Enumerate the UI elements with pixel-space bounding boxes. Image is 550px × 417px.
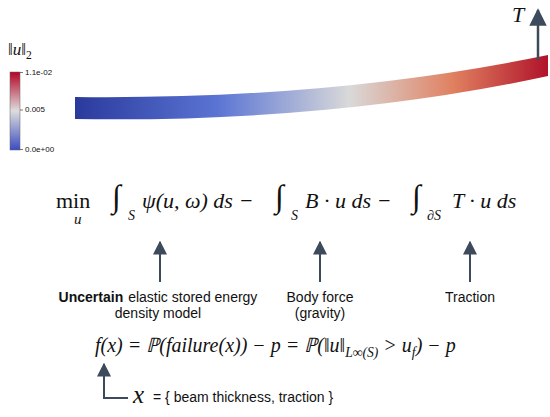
tick-label-group: 1.1e-02 <box>25 68 52 77</box>
colorbar-title: 2 <box>26 49 32 62</box>
equation-term-group: ψ(u, ω) ds − <box>142 188 253 213</box>
variable-symbol: x <box>133 381 144 408</box>
integral-sign-group: ∫ <box>112 178 121 215</box>
objective-equation: L∞(S) <box>345 345 378 360</box>
pointer-arrow <box>469 242 471 282</box>
annotation: elastic stored energy density model <box>115 289 258 321</box>
integral-sign-group: ∫ <box>412 178 421 215</box>
variable-symbol-group: x <box>133 381 144 410</box>
equation-term-group: B · u ds − <box>305 188 391 213</box>
equation-term: B · u ds − <box>305 188 391 213</box>
tick-label: 0.0e+00 <box>25 145 54 154</box>
objective-equation: ) − p <box>416 334 456 356</box>
equation-subscript-group: S <box>291 208 298 224</box>
objective-equation-group: f(x) = ℙ(failure(x)) − p = ℙ(‖u‖L∞(S) > u… <box>95 334 456 360</box>
variable-definition-group: = { beam thickness, traction } <box>153 389 333 405</box>
objective-equation: f(x) = ℙ(failure(x)) − p = ℙ(‖u‖ <box>95 334 345 356</box>
equation-subscript: ∂S <box>427 208 441 223</box>
colorbar-title: ‖u‖ <box>8 40 26 59</box>
tick-label-group: 0.0e+00 <box>25 145 54 154</box>
pointer-arrow <box>159 242 161 282</box>
force-label-group: T <box>512 2 524 27</box>
equation-subscript-group: ∂S <box>427 208 441 224</box>
variable-definition: = { beam thickness, traction } <box>153 389 333 405</box>
beam <box>75 55 548 119</box>
equation-subscript-group: S <box>128 208 135 224</box>
pointer-arrow <box>319 242 321 282</box>
annotation: Body force (gravity) <box>287 289 354 321</box>
annotation: Traction <box>445 289 495 305</box>
objective-equation: f <box>412 345 416 360</box>
pointer-arrow <box>104 364 128 398</box>
equation-subscript: S <box>291 208 298 223</box>
tick-label: 0.005 <box>25 105 45 114</box>
equation-subscript-group: u <box>74 211 82 228</box>
integral-sign-group: ∫ <box>275 178 284 215</box>
equation-term-group: T · u ds <box>452 188 516 213</box>
equation-term-group: min <box>56 188 90 213</box>
integral-sign: ∫ <box>275 178 284 214</box>
integral-sign: ∫ <box>412 178 421 214</box>
integral-sign: ∫ <box>112 178 121 214</box>
traction-arrow <box>537 10 540 60</box>
annotation: Uncertain <box>59 289 124 305</box>
tick-label: 1.1e-02 <box>25 68 52 77</box>
force-label: T <box>512 2 524 27</box>
equation-term: min <box>56 188 90 213</box>
objective-equation: > u <box>383 334 412 356</box>
colorbar <box>10 72 20 150</box>
annotation-group: Traction <box>445 289 495 305</box>
equation-term: T · u ds <box>452 188 516 213</box>
annotation-group: Uncertainelastic stored energy density m… <box>58 289 258 321</box>
equation-subscript: S <box>128 208 135 223</box>
equation-term: ψ(u, ω) ds − <box>142 188 253 213</box>
colorbar-title-group: ‖u‖2 <box>8 40 32 62</box>
equation-subscript: u <box>74 211 82 227</box>
tick-label-group: 0.005 <box>25 105 45 114</box>
annotation-group: Body force (gravity) <box>270 289 370 321</box>
